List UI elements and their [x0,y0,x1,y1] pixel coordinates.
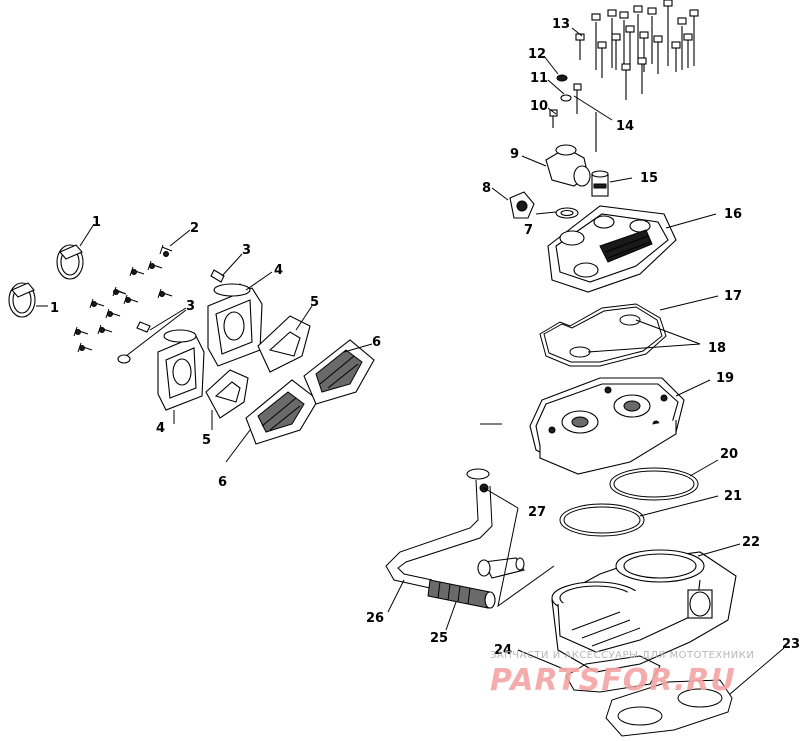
gasket-7 [555,207,579,219]
callout-2: 2 [190,221,199,236]
callout-5a: 5 [310,295,319,310]
callout-13: 13 [552,17,570,32]
callout-25: 25 [430,631,448,646]
reed-block-4-right [207,283,263,367]
clip-3-lower [117,321,151,364]
bolt-10 [549,109,558,128]
callout-12: 12 [528,47,546,62]
callout-3a: 3 [242,243,251,258]
callout-1b: 1 [50,301,59,316]
callout-6a: 6 [372,335,381,350]
watermark-logo: PARTSFOR.RU [490,663,736,698]
clamp-left [8,282,36,318]
head-gasket-20 [609,467,699,501]
base-gasket-23 [605,679,733,737]
cylinder-block-22 [551,549,737,673]
fitting-27-lower [477,557,525,579]
callout-4b: 4 [156,421,165,436]
o-ring-gasket-17 [539,303,667,367]
head-bolts-13 [575,0,699,100]
callout-7: 7 [524,223,533,238]
callout-8: 8 [482,181,491,196]
head-gasket-21 [559,503,645,537]
callout-22: 22 [742,535,760,550]
callout-5b: 5 [202,433,211,448]
thermostat-8 [509,191,535,219]
callout-20: 20 [720,447,738,462]
callout-11: 11 [530,71,548,86]
fitting-15 [591,170,609,197]
callout-1a: 1 [92,215,101,230]
reed-cage-6-right [303,339,375,405]
callout-17: 17 [724,289,742,304]
callout-24: 24 [494,643,512,658]
washer-12 [556,74,568,82]
callout-14: 14 [616,119,634,134]
clamp-upper [56,244,84,280]
callout-19: 19 [716,371,734,386]
callout-18: 18 [708,341,726,356]
reed-cage-6-left [245,379,319,445]
spacer-5-left [205,369,249,419]
spacer-5-right [257,315,311,373]
thermostat-housing-9 [545,144,591,187]
callout-15: 15 [640,171,658,186]
hose-connector-25 [427,579,496,609]
washer-11 [560,94,572,102]
callout-27: 27 [528,505,546,520]
base-gasket-24 [565,655,661,693]
watermark: ЗАПЧАСТИ И АКСЕССУАРЫ ДЛЯ МОТОТЕХНИКИ PA… [490,650,754,698]
callout-21: 21 [724,489,742,504]
callout-10: 10 [530,99,548,114]
callout-6b: 6 [218,475,227,490]
bolt-set-left [73,244,173,353]
callout-23: 23 [782,637,800,652]
stud-14 [573,83,597,152]
callout-9: 9 [510,147,519,162]
hose-26 [385,479,493,589]
callout-numbers: 1 1 2 3 3 4 4 5 5 6 6 7 8 9 10 11 12 13 … [50,17,800,658]
cylinder-head-19 [529,377,685,475]
callout-3b: 3 [186,299,195,314]
watermark-caption: ЗАПЧАСТИ И АКСЕССУАРЫ ДЛЯ МОТОТЕХНИКИ [490,650,754,661]
reed-block-4-left [157,329,205,411]
head-cover-16 [547,205,677,293]
leader-lines [36,27,785,695]
callout-16: 16 [724,207,742,222]
callout-4a: 4 [274,263,283,278]
callout-26: 26 [366,611,384,626]
